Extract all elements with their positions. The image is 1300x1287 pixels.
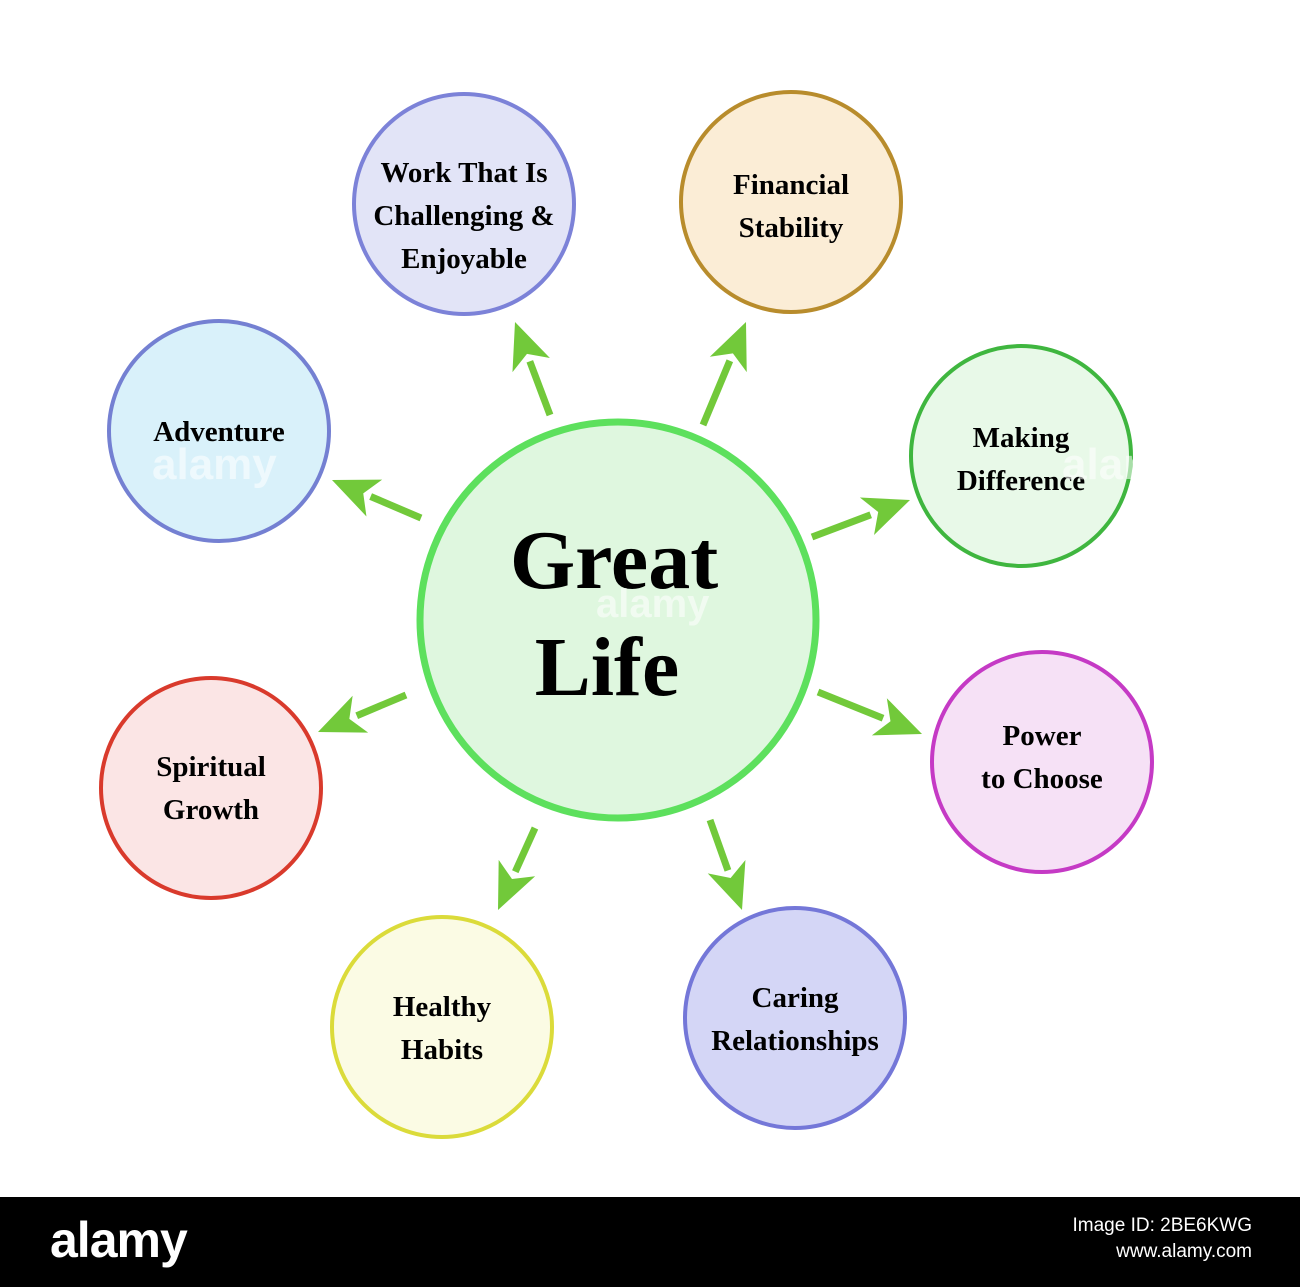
arrow-shaft	[706, 818, 732, 872]
arrow-work	[512, 322, 554, 417]
center-line-2: Life	[535, 621, 680, 714]
arrow-head	[318, 695, 369, 733]
node-label: Adventure	[153, 416, 285, 448]
node-work: Work That Is Challenging & Enjoyable	[352, 92, 576, 316]
node-label: Making	[973, 422, 1070, 454]
node-label: Challenging &	[373, 200, 554, 232]
node-label: Healthy	[393, 991, 492, 1023]
arrow-shaft	[810, 511, 872, 541]
center-line-1: Great	[510, 514, 718, 607]
node-label: to Choose	[981, 763, 1103, 795]
node-circle	[679, 90, 903, 314]
node-circle	[352, 92, 576, 316]
node-label: Power	[1003, 720, 1082, 752]
arrow-spiritual	[318, 691, 408, 733]
node-label: Relationships	[711, 1025, 879, 1057]
arrow-head	[332, 479, 383, 517]
arrow-head	[709, 322, 747, 373]
arrow-head	[859, 497, 910, 535]
node-circle	[99, 676, 323, 900]
center-node: Great Life	[416, 418, 820, 822]
footer-info: Image ID: 2BE6KWG www.alamy.com	[1072, 1213, 1252, 1265]
node-circle	[683, 906, 907, 1130]
node-label: Spiritual	[156, 751, 266, 783]
arrow-shaft	[816, 688, 885, 722]
footer-url: www.alamy.com	[1116, 1241, 1252, 1262]
node-label: Financial	[733, 169, 849, 201]
node-power: Power to Choose	[930, 650, 1154, 874]
arrow-power	[816, 688, 922, 736]
arrow-head	[871, 698, 922, 736]
arrows-layer	[318, 322, 922, 910]
node-label: Stability	[739, 212, 844, 244]
arrow-adventure	[332, 479, 423, 522]
center-circle	[416, 418, 820, 822]
node-label: Caring	[752, 982, 840, 1014]
node-circle	[909, 344, 1133, 568]
arrow-shaft	[526, 360, 554, 417]
node-adventure: Adventure	[107, 319, 331, 543]
footer-bar: alamy Image ID: 2BE6KWG www.alamy.com	[0, 1197, 1300, 1287]
arrow-making	[810, 497, 910, 541]
node-label: Growth	[163, 794, 259, 826]
arrow-caring	[706, 818, 746, 910]
node-label: Enjoyable	[401, 243, 527, 275]
node-label: Difference	[957, 465, 1085, 497]
nodes-layer: Work That Is Challenging & Enjoyable Financ…	[99, 90, 1154, 1139]
node-label: Habits	[401, 1034, 483, 1066]
arrow-head	[707, 859, 746, 910]
arrow-head	[498, 859, 536, 910]
arrow-shaft	[369, 493, 423, 522]
arrow-financial	[699, 322, 747, 427]
node-circle	[930, 650, 1154, 874]
arrow-healthy	[498, 826, 539, 910]
footer-image-id: Image ID: 2BE6KWG	[1072, 1215, 1252, 1236]
node-label: Work That Is	[380, 157, 547, 189]
arrow-head	[512, 322, 550, 373]
node-circle	[107, 319, 331, 543]
diagram-canvas: Great Life Work That Is Challenging & Enjo…	[99, 90, 1154, 1139]
footer-logo: alamy	[50, 1212, 188, 1268]
arrow-shaft	[512, 826, 539, 874]
arrow-shaft	[355, 691, 408, 719]
node-circle	[330, 915, 554, 1139]
arrow-shaft	[699, 359, 734, 427]
